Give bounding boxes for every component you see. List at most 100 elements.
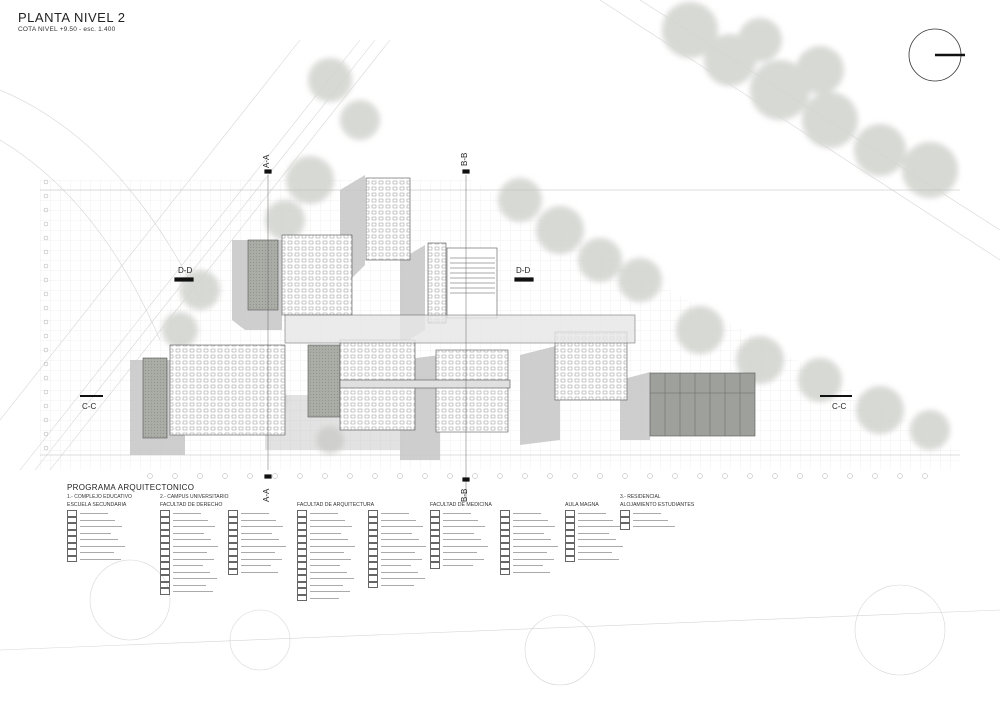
legend-item	[368, 568, 426, 576]
legend-item	[67, 510, 132, 517]
legend-item	[297, 536, 374, 543]
legend-item-text-placeholder	[633, 519, 668, 521]
section-markers	[80, 169, 852, 500]
legend-item	[368, 516, 426, 524]
legend-item-text-placeholder	[173, 571, 210, 573]
legend-column: FACULTAD DE MEDICINA	[430, 494, 492, 569]
legend-item-text-placeholder	[80, 513, 108, 515]
legend-item	[500, 523, 558, 530]
legend-number-box	[368, 549, 378, 556]
legend-item-text-placeholder	[310, 591, 350, 593]
legend-number-box	[67, 555, 77, 563]
legend-item	[160, 529, 229, 537]
legend-item-text-placeholder	[443, 558, 484, 560]
legend-subheading: ALOJAMIENTO ESTUDIANTES	[620, 502, 695, 509]
legend-number-box	[160, 549, 170, 556]
legend-number-box	[500, 529, 510, 537]
legend-item-text-placeholder	[310, 571, 347, 573]
legend-number-box	[67, 529, 77, 537]
legend-column: FACULTAD DE ARQUITECTURA	[297, 494, 374, 602]
legend-item	[228, 510, 286, 517]
legend-number-box	[297, 523, 307, 530]
buildings	[142, 177, 756, 439]
legend-number-box	[430, 536, 440, 543]
legend-number-box	[160, 536, 170, 543]
legend-item	[620, 510, 694, 517]
legend-item-text-placeholder	[633, 513, 661, 515]
legend-item-text-placeholder	[173, 591, 213, 593]
legend-item	[565, 529, 623, 537]
legend-item-text-placeholder	[513, 558, 554, 560]
legend-number-box	[297, 594, 307, 602]
legend-item	[67, 516, 132, 524]
legend-number-box	[500, 568, 510, 576]
legend-item-text-placeholder	[173, 513, 201, 515]
legend-item	[565, 542, 623, 550]
legend-item	[67, 529, 132, 537]
legend-number-box	[430, 562, 440, 569]
legend-item-text-placeholder	[381, 539, 419, 541]
legend-number-box	[297, 568, 307, 576]
cut-label-cc-left: C-C	[82, 402, 97, 411]
legend-item	[297, 568, 374, 576]
cut-label-bb-top: B-B	[460, 152, 469, 166]
legend-item	[228, 568, 286, 576]
legend-item-text-placeholder	[513, 519, 548, 521]
legend-item	[565, 555, 623, 563]
legend-item-text-placeholder	[80, 526, 122, 528]
legend-number-box	[160, 588, 170, 595]
legend-number-box	[368, 568, 378, 576]
building-lower-left	[169, 344, 286, 436]
legend-number-box	[228, 536, 238, 543]
legend-item	[368, 562, 426, 569]
legend-number-box	[368, 516, 378, 524]
legend-item	[500, 568, 558, 576]
legend-item-text-placeholder	[443, 539, 481, 541]
legend-item-text-placeholder	[578, 539, 616, 541]
legend-item	[430, 523, 492, 530]
legend-item	[500, 549, 558, 556]
legend-item	[565, 523, 623, 530]
legend-item	[368, 536, 426, 543]
building-upper-left	[281, 234, 353, 316]
legend-subheading: FACULTAD DE MEDICINA	[430, 502, 492, 509]
legend-number-box	[430, 523, 440, 530]
legend-item	[500, 529, 558, 537]
legend-item	[500, 536, 558, 543]
legend-item-text-placeholder	[173, 545, 218, 547]
legend-item	[430, 510, 492, 517]
legend-item-text-placeholder	[578, 545, 623, 547]
legend-column	[368, 494, 426, 589]
legend-item	[160, 568, 229, 576]
legend-number-box	[160, 542, 170, 550]
legend-item-text-placeholder	[381, 565, 411, 567]
legend-item-text-placeholder	[513, 565, 543, 567]
legend-number-box	[228, 510, 238, 517]
legend-item-text-placeholder	[310, 532, 341, 534]
legend-item	[500, 510, 558, 517]
legend-item	[160, 549, 229, 556]
legend-item-text-placeholder	[381, 545, 426, 547]
legend-number-box	[228, 549, 238, 556]
legend-item	[368, 581, 426, 589]
legend-number-box	[500, 549, 510, 556]
legend-number-box	[228, 516, 238, 524]
legend-number-box	[297, 510, 307, 517]
legend-item-text-placeholder	[381, 513, 409, 515]
legend-item-text-placeholder	[80, 539, 118, 541]
north-arrow-icon	[908, 28, 965, 82]
drawing-title: PLANTA NIVEL 2	[18, 10, 126, 25]
legend-item-text-placeholder	[381, 578, 425, 580]
legend-item-text-placeholder	[173, 519, 208, 521]
legend-number-box	[368, 562, 378, 569]
legend-item	[297, 588, 374, 595]
legend-number-box	[67, 523, 77, 530]
legend-item	[368, 523, 426, 530]
legend-number-box	[430, 549, 440, 556]
legend-number-box	[430, 529, 440, 537]
legend-number-box	[565, 529, 575, 537]
legend-item-text-placeholder	[578, 526, 620, 528]
